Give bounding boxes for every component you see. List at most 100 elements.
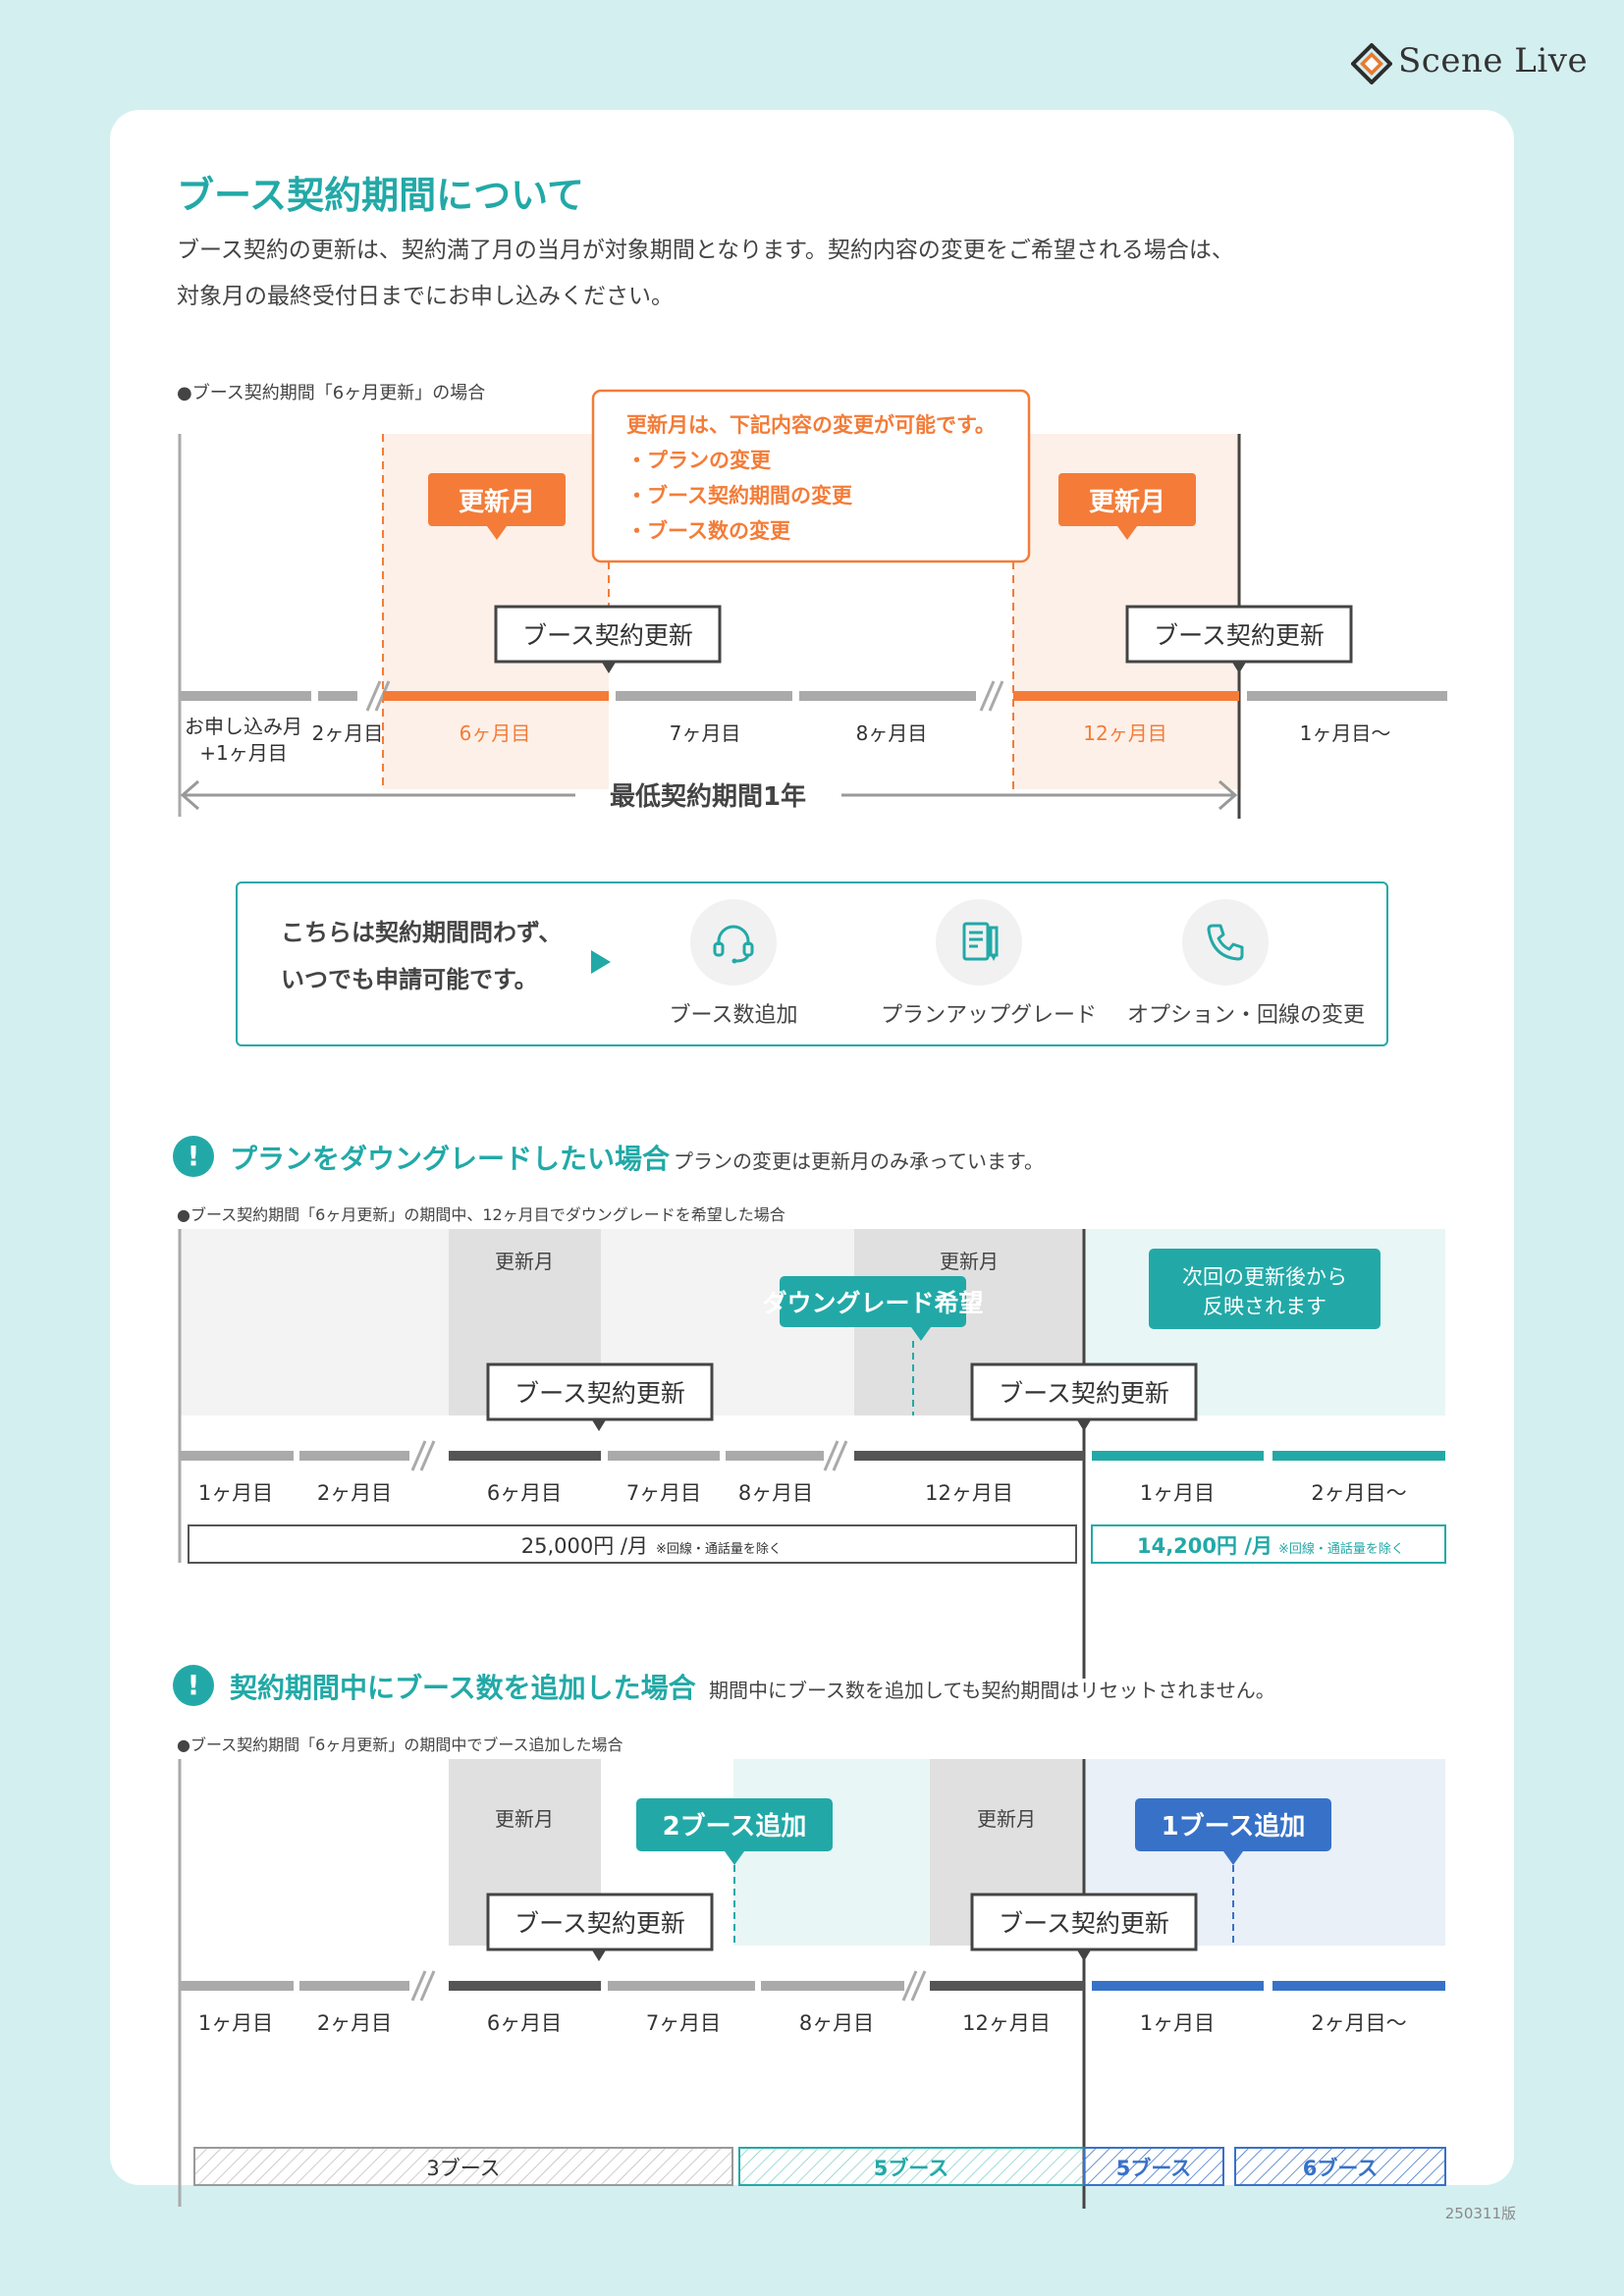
feature-plan-upgrade: プランアップグレード	[881, 899, 1098, 1029]
bar-seg-teal	[1092, 1451, 1264, 1461]
bar-seg	[930, 1981, 1084, 1991]
bar-seg	[299, 1451, 409, 1461]
exclamation-icon: !	[173, 1136, 214, 1177]
month-label: 12ヶ月目	[925, 1481, 1013, 1505]
version-label: 250311版	[1444, 2205, 1516, 2222]
month-label: 6ヶ月目	[460, 721, 531, 745]
section2-subtitle: プランの変更は更新月のみ承っています。	[674, 1149, 1044, 1173]
headset-icon	[690, 899, 777, 986]
month-label: 8ヶ月目	[856, 721, 928, 745]
logo-mark-icon	[1351, 43, 1392, 84]
phone-icon	[1182, 899, 1269, 986]
bar-seg-blue	[1092, 1981, 1264, 1991]
after-add-area	[733, 1759, 930, 1946]
renewal-changes-callout: 更新月は、下記内容の変更が可能です。 ・プランの変更 ・ブース契約期間の変更 ・…	[591, 389, 1031, 563]
break-mark	[419, 1970, 436, 2002]
play-arrow-icon	[591, 950, 611, 974]
feature-booth-add: ブース数追加	[635, 899, 832, 1029]
renewal-label-2: ブース契約更新	[970, 1362, 1198, 1431]
month-label: 1ヶ月目	[198, 1481, 273, 1505]
svg-text:更新月: 更新月	[459, 487, 535, 517]
lead-line-1: ブース契約の更新は、契約満了月の当月が対象期間となります。契約内容の変更をご希望…	[177, 238, 1234, 263]
month-label: 1ヶ月目	[1140, 1481, 1215, 1505]
svg-text:ブース契約更新: ブース契約更新	[514, 1909, 685, 1938]
svg-text:更新月は、下記内容の変更が可能です。: 更新月は、下記内容の変更が可能です。	[626, 413, 996, 437]
month-label: 1ヶ月目	[1140, 2011, 1215, 2035]
svg-text:最低契約期間1年: 最低契約期間1年	[610, 781, 806, 812]
break-mark	[823, 1440, 839, 1471]
renewal-label-1: ブース契約更新	[486, 1362, 714, 1431]
svg-text:※回線・通話量を除く: ※回線・通話量を除く	[1278, 1541, 1404, 1557]
anytime-text-line-2: いつでも申請可能です。	[281, 966, 538, 993]
month-label: 2ヶ月目〜	[1311, 1481, 1406, 1505]
anytime-text: こちらは契約期間問わず、 いつでも申請可能です。	[281, 909, 562, 1003]
svg-text:ダウングレード希望: ダウングレード希望	[762, 1289, 983, 1317]
booth-count-3: 3ブース	[193, 2147, 733, 2186]
section3-subtitle: 期間中にブース数を追加しても契約期間はリセットされません。	[709, 1679, 1275, 1702]
price-after-box: 14,200円 /月 ※回線・通話量を除く	[1091, 1524, 1446, 1564]
exclamation-icon: !	[173, 1665, 214, 1706]
svg-text:ブース契約更新: ブース契約更新	[514, 1379, 685, 1408]
svg-text:ブース契約更新: ブース契約更新	[999, 1379, 1169, 1408]
break-mark	[901, 1970, 918, 2002]
month-label: 7ヶ月目	[670, 721, 741, 745]
month-label: 2ヶ月目	[317, 1481, 392, 1505]
anytime-text-line-1: こちらは契約期間問わず、	[281, 919, 563, 946]
page-title: ブース契約期間について	[177, 174, 584, 217]
bar-seg	[299, 1981, 409, 1991]
section2-caption: ●ブース契約期間「6ヶ月更新」の期間中、12ヶ月目でダウングレードを希望した場合	[177, 1205, 785, 1224]
month-label: 6ヶ月目	[487, 2011, 562, 2035]
svg-text:反映されます: 反映されます	[1203, 1295, 1326, 1318]
svg-text:3ブース: 3ブース	[426, 2157, 500, 2180]
month-label: お申し込み月	[185, 715, 302, 738]
month-label: 6ヶ月目	[487, 1481, 562, 1505]
svg-text:5ブース: 5ブース	[874, 2157, 949, 2180]
bar-seg	[318, 691, 357, 701]
timeline-6month-diagram: 更新月 更新月 ブース契約更新 ブース契約更新 更新月は、下記内容の変更が可能で…	[178, 389, 1447, 819]
bar-seg	[180, 691, 311, 701]
bar-seg-renewal	[1013, 691, 1239, 701]
svg-text:・ブース契約期間の変更: ・ブース契約期間の変更	[626, 484, 853, 507]
month-label: 2ヶ月目〜	[1311, 2011, 1406, 2035]
break-mark	[410, 1440, 427, 1471]
month-label: 1ヶ月目〜	[1300, 721, 1391, 745]
lead-text: ブース契約の更新は、契約満了月の当月が対象期間となります。契約内容の変更をご希望…	[177, 228, 1234, 320]
month-label: +1ヶ月目	[199, 741, 287, 765]
month-label: 8ヶ月目	[738, 1481, 813, 1505]
feature-label: プランアップグレード	[881, 1003, 1098, 1028]
price-before-box: 25,000円 /月 ※回線・通話量を除く	[188, 1524, 1077, 1564]
downgrade-request-tag: ダウングレード希望	[762, 1276, 984, 1415]
break-mark	[988, 680, 1004, 712]
month-label: 8ヶ月目	[799, 2011, 874, 2035]
add-2-booth-tag: 2ブース追加	[636, 1798, 833, 1946]
section3-title: 契約期間中にブース数を追加した場合	[230, 1672, 696, 1704]
renewal-label-2: ブース契約更新	[970, 1893, 1198, 1961]
bar-seg	[726, 1451, 824, 1461]
break-mark	[410, 1970, 427, 2002]
break-mark	[832, 1440, 848, 1471]
feature-label: ブース数追加	[669, 1003, 798, 1028]
month-label: 2ヶ月目	[312, 721, 384, 745]
month-label: 7ヶ月目	[626, 1481, 701, 1505]
svg-text:次回の更新後から: 次回の更新後から	[1182, 1265, 1347, 1289]
month-label: 12ヶ月目	[1083, 721, 1166, 745]
renewal-month-tag-1: 更新月	[428, 473, 566, 540]
svg-text:14,200円 /月: 14,200円 /月	[1137, 1534, 1272, 1558]
break-mark	[979, 680, 996, 712]
bar-seg-renewal	[383, 691, 609, 701]
svg-text:更新月: 更新月	[1089, 487, 1165, 517]
bar-seg	[854, 1451, 1084, 1461]
renewal-label-2: ブース契約更新	[1125, 605, 1353, 673]
feature-option-change: オプション・回線の変更	[1127, 899, 1365, 1029]
month-label: 12ヶ月目	[962, 2011, 1051, 2035]
bar-seg-blue	[1272, 1981, 1445, 1991]
svg-text:1ブース追加: 1ブース追加	[1162, 1811, 1306, 1842]
renewal-month-label: 更新月	[495, 1250, 554, 1273]
svg-text:2ブース追加: 2ブース追加	[663, 1811, 807, 1842]
bar-seg	[608, 1981, 755, 1991]
bar-seg	[616, 691, 792, 701]
main-card: ブース契約期間について ブース契約の更新は、契約満了月の当月が対象期間となります…	[110, 110, 1514, 2209]
svg-text:ブース契約更新: ブース契約更新	[999, 1909, 1169, 1938]
bar-seg	[449, 1451, 601, 1461]
bar-seg-teal	[1272, 1451, 1445, 1461]
